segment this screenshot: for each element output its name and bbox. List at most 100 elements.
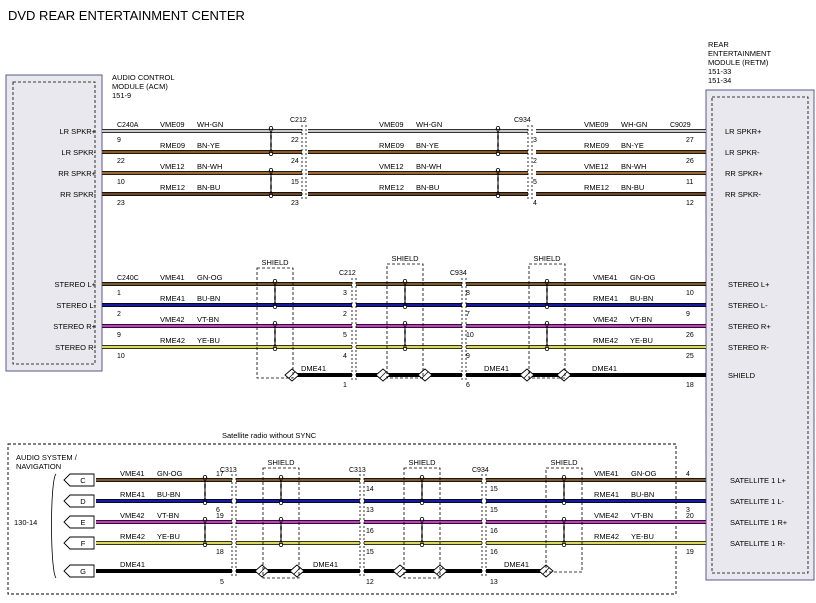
st-color-a-3: YE-BU xyxy=(197,336,220,345)
page-title: DVD REAR ENTERTAINMENT CENTER xyxy=(8,8,245,23)
st-pin2-1: 2 xyxy=(343,311,347,318)
st-drain-label-b: DME41 xyxy=(484,364,509,373)
st-right-label-1: STEREO L- xyxy=(728,301,768,310)
audio-nav-name-2: NAVIGATION xyxy=(16,462,61,471)
st-pin3-2: 10 xyxy=(466,332,474,339)
sat-shield-twist-a-2-dot2 xyxy=(562,501,566,505)
spk-circuit-b-0: VME09 xyxy=(379,120,404,129)
spk-circuit-c-0: VME09 xyxy=(584,120,609,129)
retm-name-1: REAR xyxy=(708,40,729,49)
st-circuit-b-1: RME41 xyxy=(593,294,618,303)
conn-c9029: C9029 xyxy=(670,122,691,129)
st-drain-diamond-5-mark xyxy=(560,371,568,379)
st-color-a-0: GN-OG xyxy=(197,273,223,282)
sat-circuit-a-1: RME41 xyxy=(120,490,145,499)
sat-shield-twist-b-2-dot1 xyxy=(562,517,566,521)
sat-drain-label-a: DME41 xyxy=(120,560,145,569)
retm-name-3: MODULE (RETM) xyxy=(708,58,769,67)
spk-pin4-1: 26 xyxy=(686,158,694,165)
st-circuit-b-3: RME42 xyxy=(593,336,618,345)
st-circuit-a-3: RME42 xyxy=(160,336,185,345)
st-shield-label-1: SHIELD xyxy=(391,254,419,263)
sat-drain-pin2: 12 xyxy=(366,579,374,586)
spk-pin4-3: 12 xyxy=(686,200,694,207)
sat-circuit-a-2: VME42 xyxy=(120,511,145,520)
spk-right-label-2: RR SPKR+ xyxy=(725,169,763,178)
sat-circuit-b-3: RME42 xyxy=(594,532,619,541)
st-shield-twist-b-1-dot2 xyxy=(403,347,407,351)
st-circuit-a-2: VME42 xyxy=(160,315,185,324)
conn-c313-b: C313 xyxy=(349,467,366,474)
sat-twist-a-b xyxy=(202,476,208,504)
spk-left-label-0: LR SPKR+ xyxy=(60,127,97,136)
st-pin1-1: 2 xyxy=(117,311,121,318)
sat-pin1-3: 18 xyxy=(216,549,224,556)
sat-twist-a-dot2 xyxy=(203,501,207,505)
st-shield-twist-a-0-b xyxy=(272,280,278,308)
sat-circuit-a-3: RME42 xyxy=(120,532,145,541)
sat-pin-shape-d xyxy=(63,494,95,508)
st-shield-twist-a-0-dot1 xyxy=(273,279,277,283)
conn-c212-mid: C212 xyxy=(339,270,356,277)
spk-pin3-3: 4 xyxy=(533,200,537,207)
st-right-label-shield: SHIELD xyxy=(728,371,756,380)
conn-c934-top: C934 xyxy=(514,117,531,124)
sat-right-label-0: SATELLITE 1 L+ xyxy=(730,476,787,485)
st-pin4-0: 10 xyxy=(686,290,694,297)
st-pin1-3: 10 xyxy=(117,353,125,360)
sat-shield-twist-a-0-dot2 xyxy=(279,501,283,505)
sat-pin-d: D xyxy=(80,497,86,506)
sat-drain-label-c: DME41 xyxy=(504,560,529,569)
st-pin2-2: 5 xyxy=(343,332,347,339)
st-shield-twist-b-0-dot1 xyxy=(273,321,277,325)
st-color-b-3: YE-BU xyxy=(630,336,653,345)
sat-twist-b-b xyxy=(202,518,208,546)
sat-pin4-1: 3 xyxy=(686,507,690,514)
conn-c240a: C240A xyxy=(117,122,139,129)
sat-shield-label-2: SHIELD xyxy=(550,458,578,467)
sat-pin-shape-e xyxy=(63,515,95,529)
st-circuit-b-2: VME42 xyxy=(593,315,618,324)
retm-inner xyxy=(711,96,809,574)
spk-circuit-b-3: RME12 xyxy=(379,183,404,192)
sat-shield-twist-a-1-dot1 xyxy=(420,475,424,479)
sat-shield-twist-b-1-dot2 xyxy=(420,543,424,547)
sat-circuit-a-0: VME41 xyxy=(120,469,145,478)
st-drain-diamond-1-mark xyxy=(288,371,296,379)
conn-c240c: C240C xyxy=(117,275,139,282)
spk-circuit-a-1: RME09 xyxy=(160,141,185,150)
sat-color-a-0: GN-OG xyxy=(157,469,183,478)
conn-c934-bot: C934 xyxy=(472,467,489,474)
sat-pin3-3: 16 xyxy=(490,549,498,556)
sat-circuit-b-2: VME42 xyxy=(594,511,619,520)
st-shield-twist-a-1-b xyxy=(402,280,408,308)
st-left-label-1: STEREO L- xyxy=(56,301,96,310)
st-shield-twist-b-1-b xyxy=(402,322,408,350)
audio-nav-ref: 130-14 xyxy=(14,518,37,527)
sat-drain-diamond-3-mark xyxy=(396,567,404,575)
retm-ref-2: 151-34 xyxy=(708,76,731,85)
sat-right-label-3: SATELLITE 1 R- xyxy=(730,539,786,548)
st-shield-twist-b-2-b xyxy=(544,322,550,350)
spk-pin3-2: 5 xyxy=(533,179,537,186)
sat-circuit-b-1: RME41 xyxy=(594,490,619,499)
satellite-note: Satellite radio without SYNC xyxy=(222,431,317,440)
spk-circuit-a-0: VME09 xyxy=(160,120,185,129)
st-shield-box-0 xyxy=(256,267,294,379)
sat-shield-twist-a-1-b xyxy=(419,476,425,504)
st-shield-twist-a-1-dot1 xyxy=(403,279,407,283)
sat-pin-e: E xyxy=(80,518,85,527)
sat-pin2-1: 13 xyxy=(366,507,374,514)
sat-right-label-2: SATELLITE 1 R+ xyxy=(730,518,788,527)
spk-twist-3-dot1 xyxy=(496,126,500,130)
st-pin3-0: 8 xyxy=(466,290,470,297)
st-drain-diamond-3-mark xyxy=(421,371,429,379)
st-drain-label-a: DME41 xyxy=(301,364,326,373)
st-left-label-2: STEREO R+ xyxy=(53,322,96,331)
st-color-a-2: VT-BN xyxy=(197,315,219,324)
spk-left-label-3: RR SPKR- xyxy=(60,190,96,199)
spk-color-a-1: BN-YE xyxy=(197,141,220,150)
sat-drain-pin1: 5 xyxy=(220,579,224,586)
